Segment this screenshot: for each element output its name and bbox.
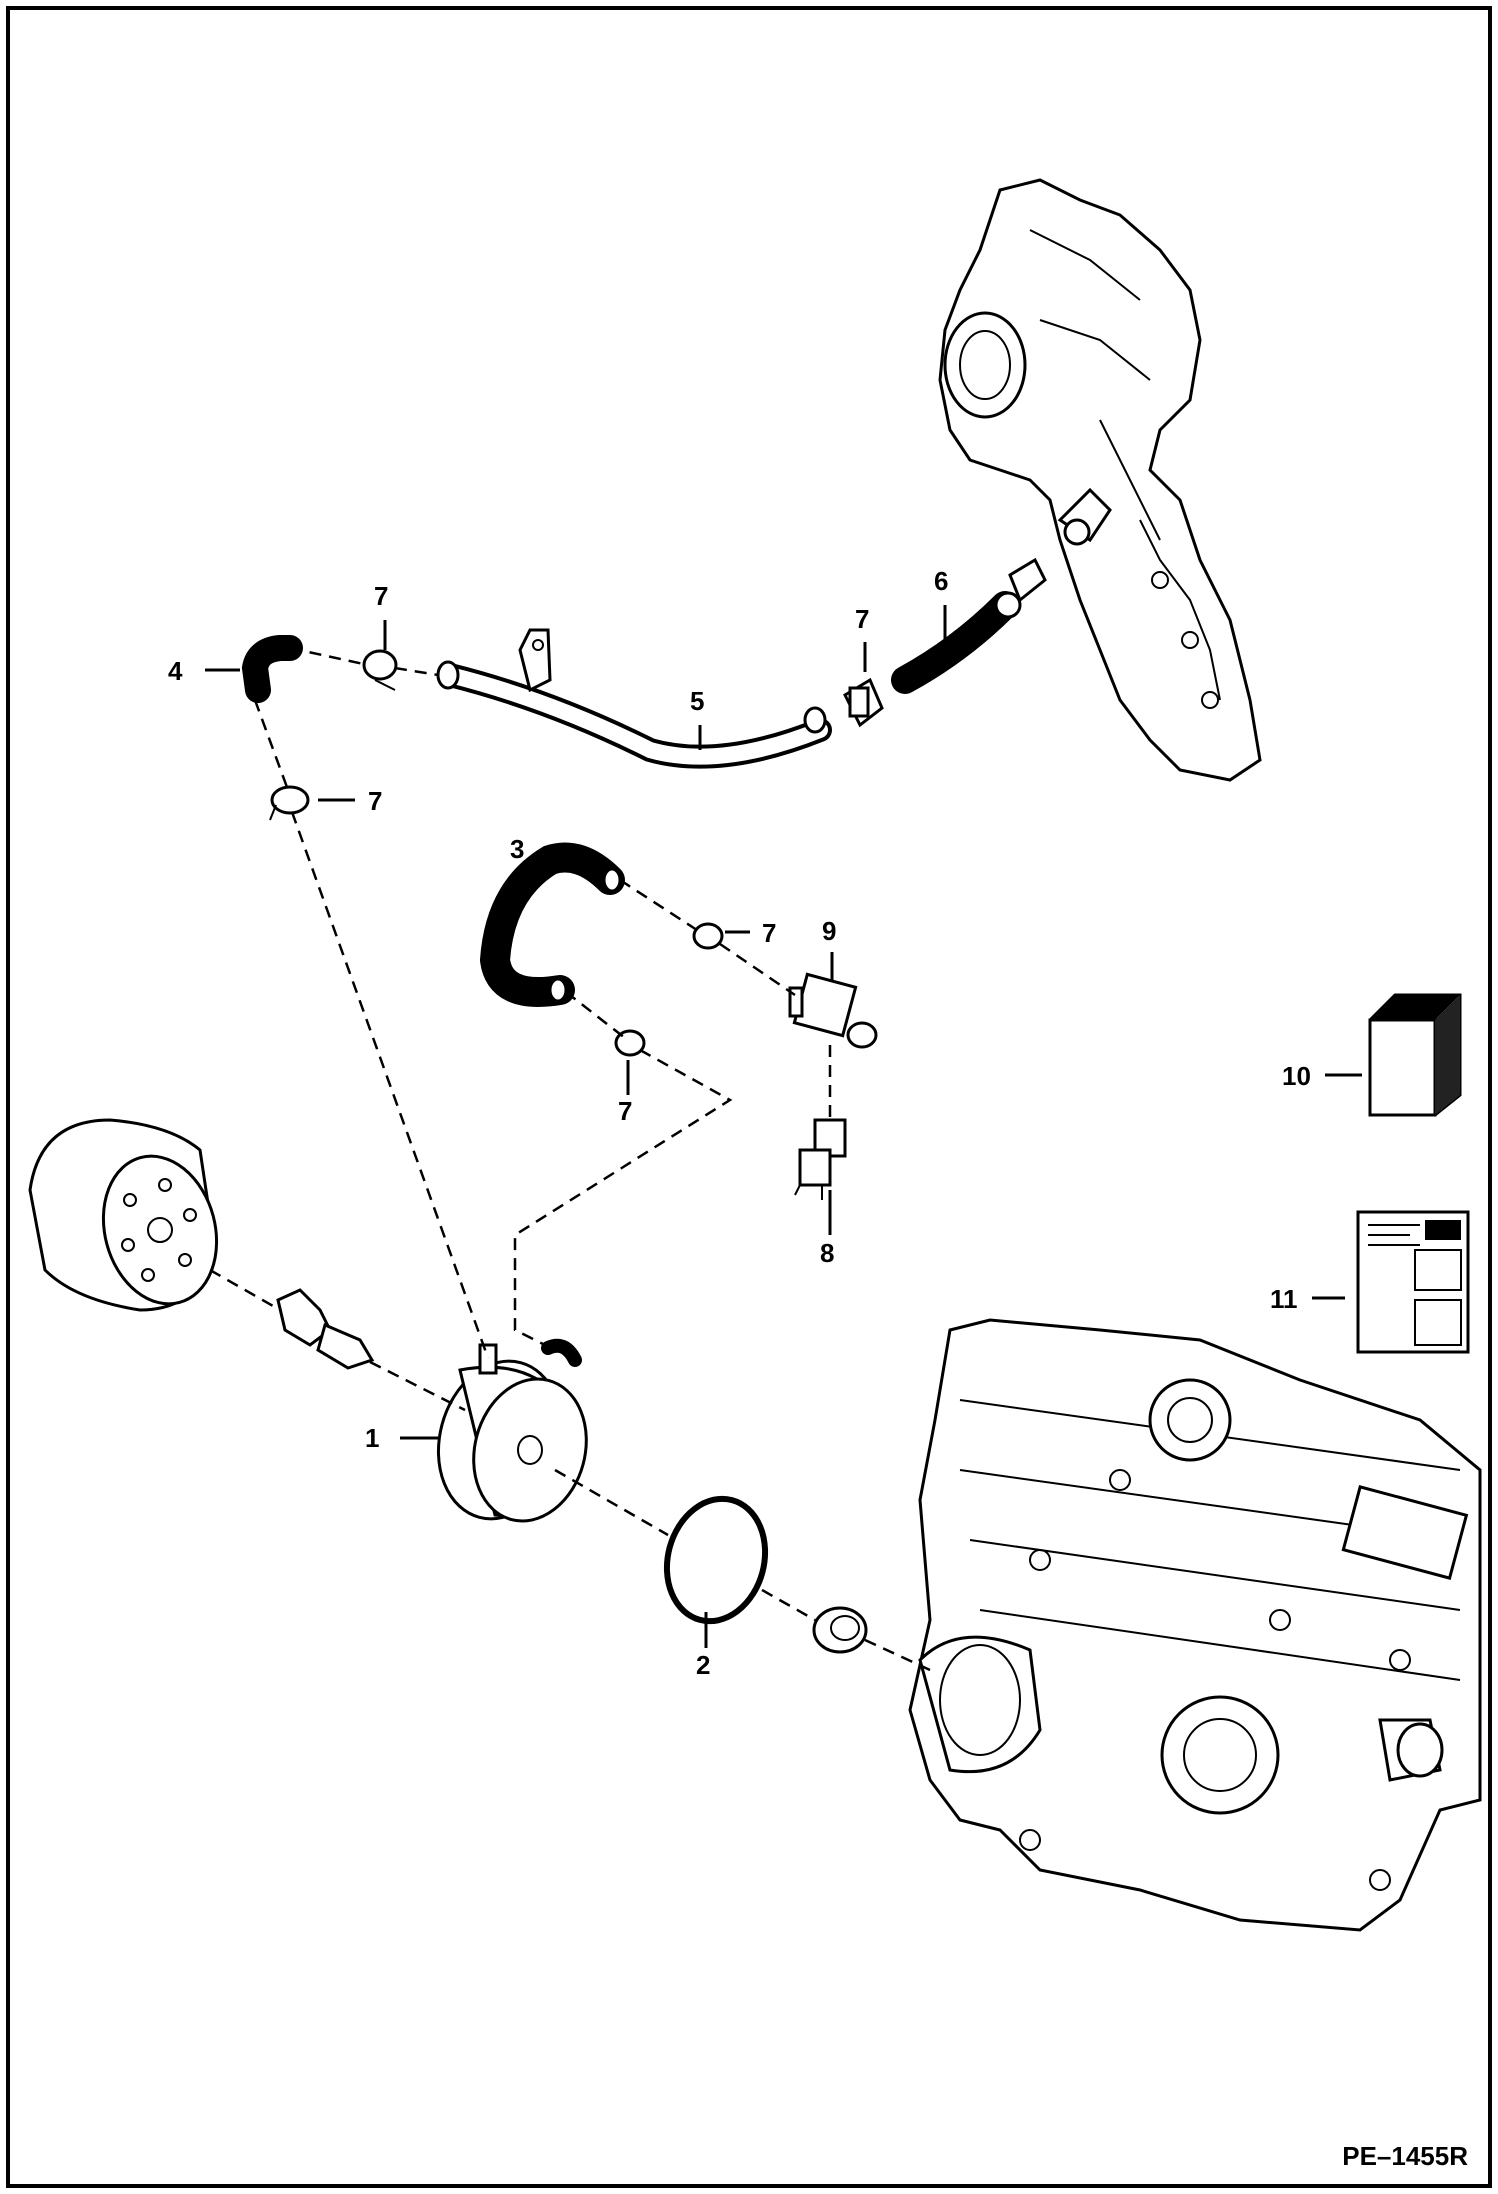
callout-6: 6	[934, 566, 949, 596]
threaded-fitting	[276, 1288, 375, 1370]
callout-10: 11	[1270, 1284, 1298, 1314]
sleeve	[812, 1606, 868, 1654]
oil-cooler-1	[436, 1338, 588, 1523]
callout-2: 2	[696, 1650, 711, 1680]
callout-9: 9	[822, 916, 837, 946]
callout-7-mid-upper: 7	[762, 918, 777, 948]
instruction-sheet-10	[1356, 1210, 1470, 1354]
drawing-frame	[6, 6, 1492, 2188]
o-ring-2	[663, 1495, 769, 1625]
engine-front-cover	[908, 1318, 1482, 1932]
oil-filter	[28, 1118, 219, 1312]
callout-7-left: 7	[368, 786, 383, 816]
elbow-hose-4	[241, 635, 303, 703]
callout-7-top-left: 7	[374, 581, 389, 611]
tube-5	[436, 628, 832, 769]
leader-lines	[205, 605, 1362, 1648]
drawing-code: PE–1455R	[1342, 2141, 1468, 2171]
callout-11: 10	[1282, 1061, 1311, 1091]
callout-5: 5	[690, 686, 705, 716]
u-hose-3	[479, 842, 625, 1007]
callout-3: 3	[510, 834, 525, 864]
engine-upper-housing	[938, 178, 1262, 782]
clamp-7-mid-lower	[614, 1029, 646, 1057]
callout-7-upper-right: 7	[855, 604, 870, 634]
hose-6	[891, 557, 1047, 694]
callout-8: 8	[820, 1238, 835, 1268]
clamp-7-upper-right	[843, 677, 884, 728]
valve-9	[788, 972, 878, 1049]
kit-box-11	[1368, 993, 1462, 1117]
callout-1: 1	[365, 1423, 380, 1453]
clamp-7-left	[269, 785, 310, 821]
callout-4: 4	[168, 656, 183, 686]
sender-8	[794, 1118, 847, 1200]
assembly-lines	[209, 646, 931, 1672]
callout-7-mid-lower: 7	[618, 1096, 633, 1126]
clamp-7-mid-upper	[692, 922, 724, 950]
clamp-7-upper-left	[362, 649, 398, 691]
